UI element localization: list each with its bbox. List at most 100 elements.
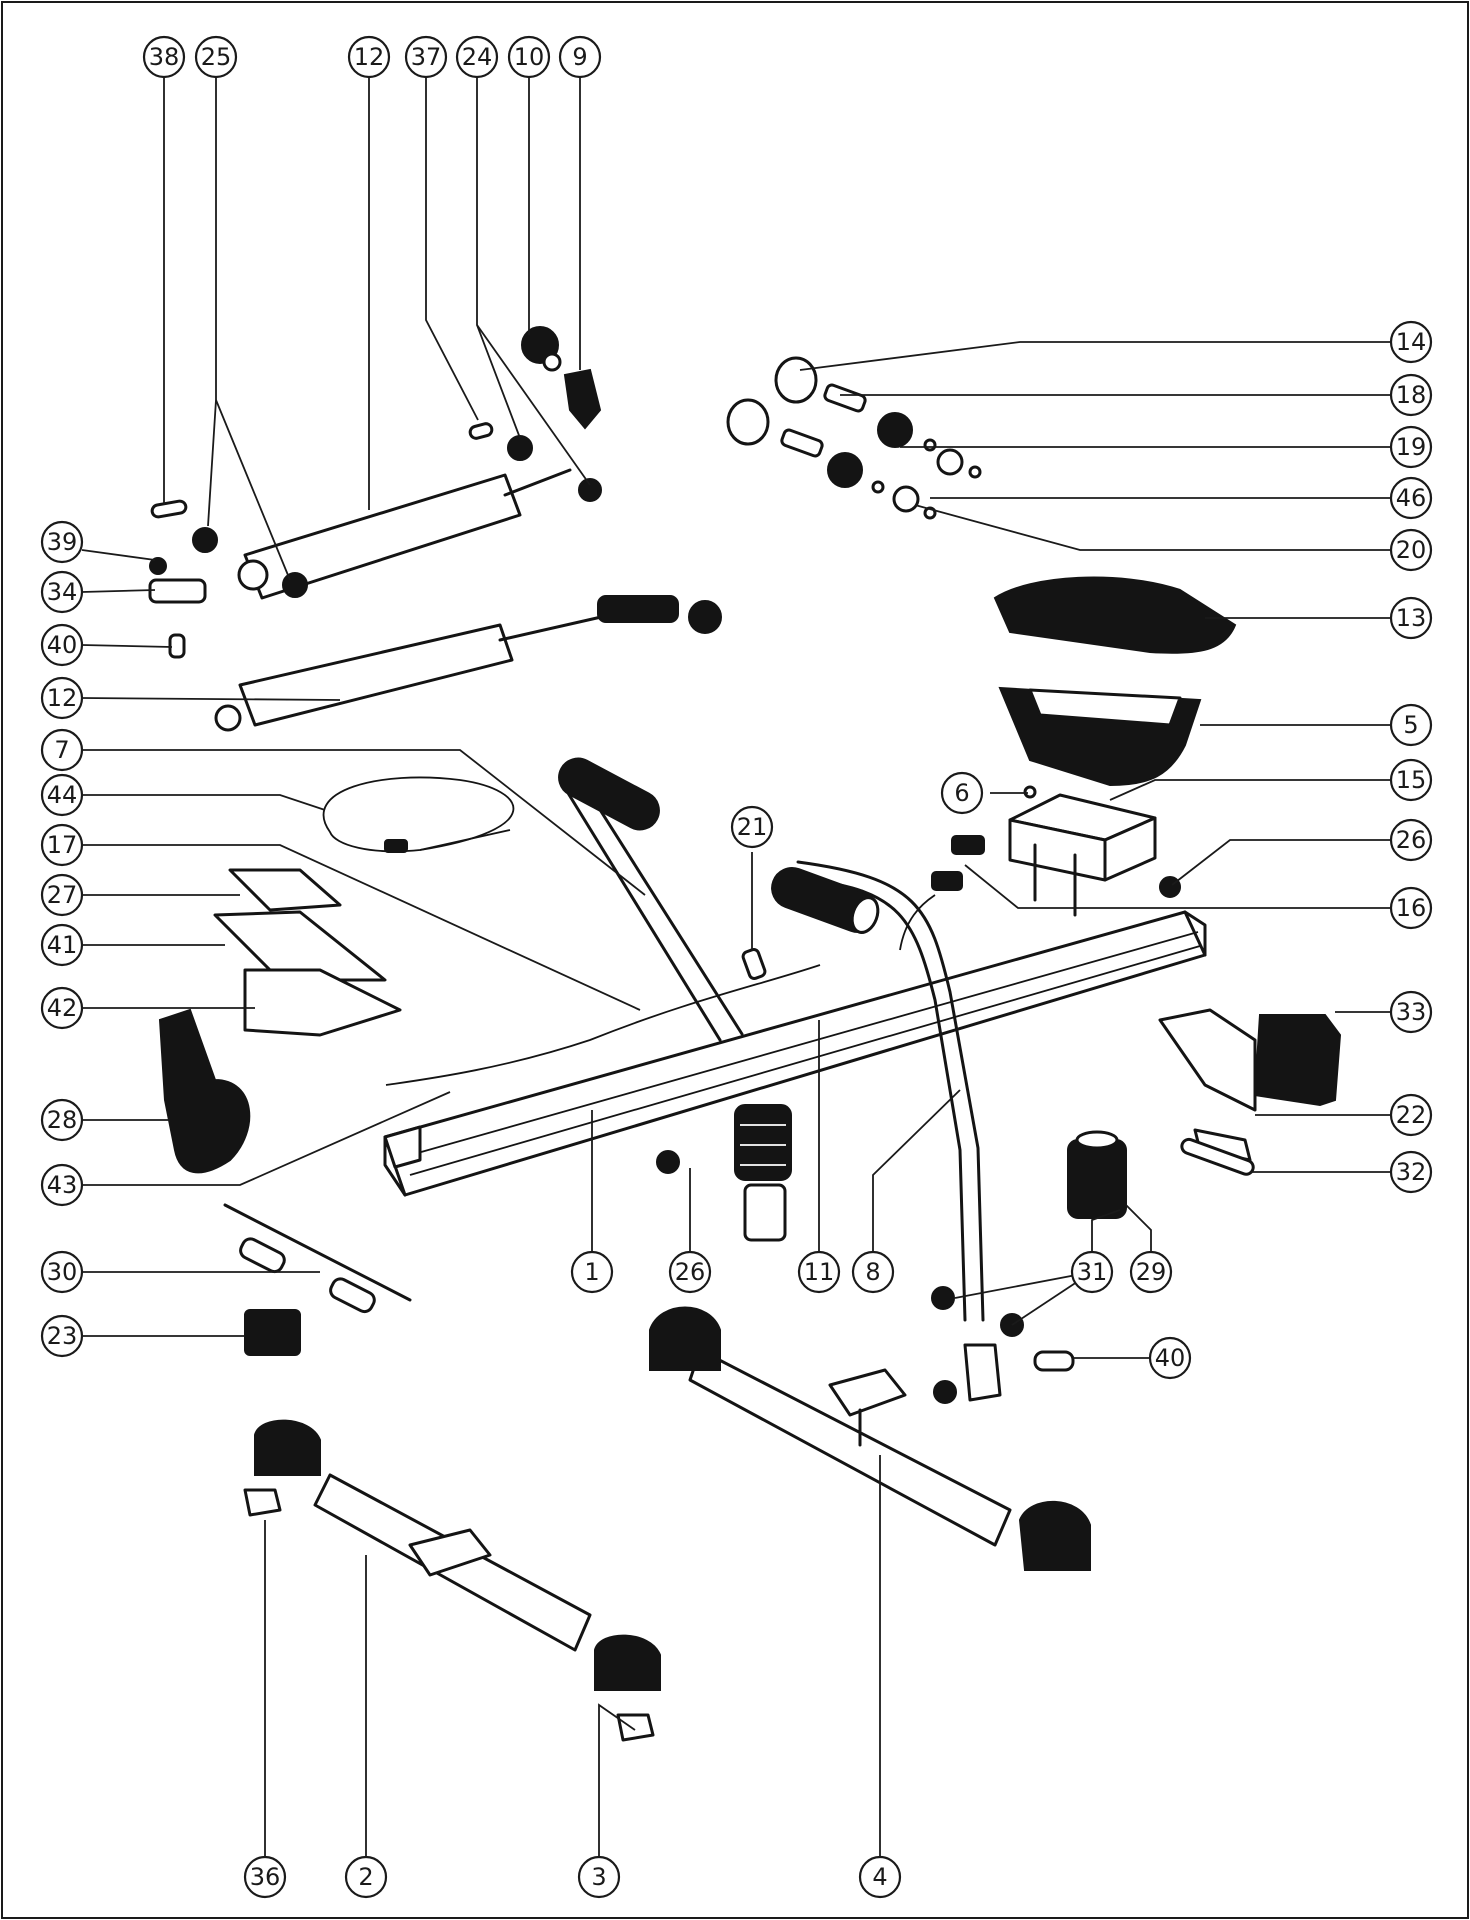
small-fittings-part	[656, 948, 1075, 1404]
callout-13: 13	[1389, 596, 1433, 640]
arm-8-part	[771, 860, 985, 1322]
svg-text:24: 24	[462, 43, 493, 71]
callout-44: 44	[40, 773, 84, 817]
svg-text:22: 22	[1396, 1101, 1427, 1129]
callout-29: 29	[1129, 1250, 1173, 1294]
svg-text:17: 17	[47, 831, 78, 859]
callout-34: 34	[40, 570, 84, 614]
bushings-part	[726, 356, 982, 520]
callout-30: 30	[40, 1250, 84, 1294]
callout-23: 23	[40, 1314, 84, 1358]
callout-19: 19	[1389, 425, 1433, 469]
callout-41: 41	[40, 923, 84, 967]
svg-text:10: 10	[514, 43, 545, 71]
callout-20: 20	[1389, 528, 1433, 572]
svg-text:30: 30	[47, 1258, 78, 1286]
svg-text:23: 23	[47, 1322, 78, 1350]
callout-26-lower: 26	[668, 1250, 712, 1294]
svg-text:37: 37	[411, 43, 442, 71]
end-cap-33-part	[1158, 1008, 1342, 1162]
svg-text:41: 41	[47, 931, 78, 959]
svg-text:5: 5	[1403, 711, 1418, 739]
cable-44-part	[322, 776, 936, 1086]
svg-text:18: 18	[1396, 381, 1427, 409]
callout-22: 22	[1389, 1093, 1433, 1137]
strut-12-upper-part	[192, 468, 572, 600]
svg-text:20: 20	[1396, 536, 1427, 564]
svg-text:36: 36	[250, 1863, 281, 1891]
callout-40-left: 40	[40, 623, 84, 667]
svg-text:44: 44	[47, 781, 78, 809]
svg-text:1: 1	[584, 1258, 599, 1286]
svg-text:9: 9	[572, 43, 587, 71]
svg-text:12: 12	[354, 43, 385, 71]
box-5-part	[998, 686, 1202, 787]
callout-10: 10	[507, 35, 551, 79]
svg-text:39: 39	[47, 528, 78, 556]
svg-text:26: 26	[1396, 826, 1427, 854]
strap-28-part	[158, 1008, 251, 1174]
strut-12-lower-part	[214, 595, 722, 732]
arm-7-part	[558, 757, 744, 1042]
svg-text:12: 12	[47, 684, 78, 712]
shims-part	[213, 868, 402, 1037]
svg-text:8: 8	[865, 1258, 880, 1286]
svg-text:26: 26	[675, 1258, 706, 1286]
callout-38: 38	[142, 35, 186, 79]
svg-text:13: 13	[1396, 604, 1427, 632]
callout-26-right: 26	[1389, 818, 1433, 862]
small-hardware-top	[148, 326, 602, 659]
main-beam-part	[383, 910, 1207, 1197]
callout-40-right: 40	[1148, 1336, 1192, 1380]
callout-39: 39	[40, 520, 84, 564]
lid-13-part	[993, 576, 1237, 654]
svg-text:46: 46	[1396, 484, 1427, 512]
svg-text:11: 11	[804, 1258, 835, 1286]
callout-9: 9	[558, 35, 602, 79]
svg-text:32: 32	[1396, 1158, 1427, 1186]
svg-text:31: 31	[1077, 1258, 1108, 1286]
callout-46: 46	[1389, 476, 1433, 520]
svg-text:3: 3	[591, 1863, 606, 1891]
svg-text:38: 38	[149, 43, 180, 71]
cross-bar-4-part	[649, 1306, 1091, 1571]
callout-2: 2	[344, 1855, 388, 1899]
svg-text:25: 25	[201, 43, 232, 71]
callout-4: 4	[858, 1855, 902, 1899]
callout-42: 42	[40, 986, 84, 1030]
svg-text:14: 14	[1396, 328, 1427, 356]
callout-6: 6	[940, 771, 984, 815]
bolt-32-part	[1180, 1137, 1255, 1176]
svg-text:7: 7	[54, 736, 69, 764]
part-illustrations	[148, 326, 1342, 1742]
axle-30-part	[223, 1203, 412, 1356]
svg-text:19: 19	[1396, 433, 1427, 461]
svg-text:42: 42	[47, 994, 78, 1022]
svg-text:16: 16	[1396, 894, 1427, 922]
svg-text:4: 4	[872, 1863, 887, 1891]
callout-21: 21	[730, 805, 774, 849]
callout-8: 8	[851, 1250, 895, 1294]
cross-bar-2-part	[243, 1419, 661, 1742]
callout-18: 18	[1389, 373, 1433, 417]
callout-11: 11	[797, 1250, 841, 1294]
callout-28: 28	[40, 1098, 84, 1142]
svg-text:34: 34	[47, 578, 78, 606]
callout-16: 16	[1389, 886, 1433, 930]
svg-text:40: 40	[47, 631, 78, 659]
svg-text:28: 28	[47, 1106, 78, 1134]
svg-text:15: 15	[1396, 766, 1427, 794]
callout-12-left: 12	[40, 676, 84, 720]
callout-27: 27	[40, 873, 84, 917]
spring-29-part	[1067, 1130, 1127, 1219]
svg-text:6: 6	[954, 779, 969, 807]
callout-31: 31	[1070, 1250, 1114, 1294]
svg-text:27: 27	[47, 881, 78, 909]
callout-1: 1	[570, 1250, 614, 1294]
callout-24: 24	[455, 35, 499, 79]
callout-36: 36	[243, 1855, 287, 1899]
svg-text:2: 2	[358, 1863, 373, 1891]
callout-12-top: 12	[347, 35, 391, 79]
